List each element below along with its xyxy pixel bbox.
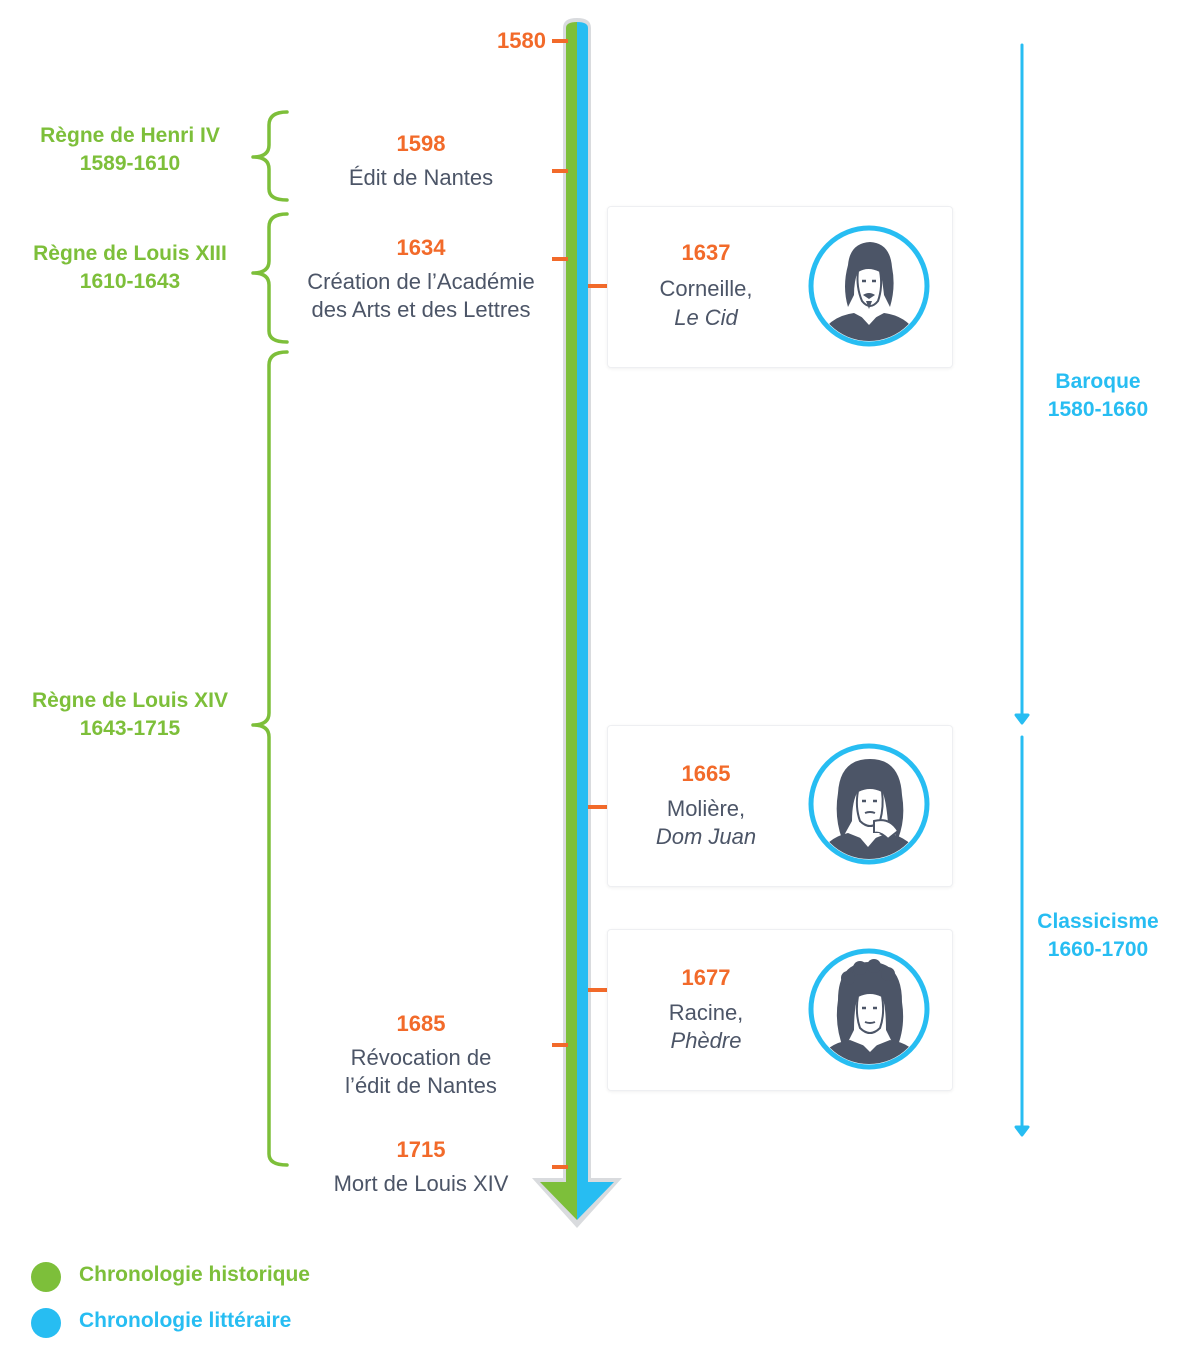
period-classicisme: Classicisme 1660-1700: [1020, 908, 1176, 964]
reign-name: Règne de Louis XIV: [31, 689, 229, 712]
event-text: des Arts et des Lettres: [311, 297, 531, 322]
event-year: 1634: [396, 235, 446, 260]
period-years: 1580-1660: [1047, 398, 1149, 421]
event-text: Mort de Louis XIV: [333, 1171, 509, 1196]
event-year: 1677: [681, 965, 731, 990]
author-name: Corneille,: [659, 276, 753, 301]
event-year: 1598: [396, 131, 446, 156]
literary-card-1665: 1665 Molière, Dom Juan: [607, 725, 953, 887]
legend-dot-historical: [31, 1262, 61, 1292]
period-arrows: [1014, 43, 1030, 1137]
reign-henri-iv: Règne de Henri IV 1589-1610: [20, 122, 240, 178]
legend-label-literary: Chronologie littéraire: [79, 1309, 292, 1332]
reign-louis-xiii: Règne de Louis XIII 1610-1643: [10, 240, 250, 296]
reign-years: 1589-1610: [79, 152, 181, 175]
moliere-portrait: [808, 743, 930, 865]
reign-name: Règne de Henri IV: [40, 124, 220, 147]
event-text: l’édit de Nantes: [345, 1073, 497, 1098]
reign-years: 1610-1643: [79, 270, 181, 293]
event-year: 1685: [396, 1011, 446, 1036]
racine-portrait: [808, 948, 930, 1070]
author-name: Molière,: [666, 796, 746, 821]
period-years: 1660-1700: [1047, 938, 1149, 961]
reign-years: 1643-1715: [79, 717, 181, 740]
event-text: Création de l’Académie: [307, 269, 535, 294]
legend-dot-literary: [31, 1308, 61, 1338]
period-name: Baroque: [1055, 370, 1141, 393]
corneille-portrait: [808, 225, 930, 347]
legend-label-historical: Chronologie historique: [79, 1263, 310, 1286]
event-year: 1665: [681, 761, 731, 786]
event-year: 1715: [396, 1137, 446, 1162]
literary-card-1637: 1637 Corneille, Le Cid: [607, 206, 953, 368]
reign-braces: [251, 110, 289, 1167]
reign-louis-xiv: Règne de Louis XIV 1643-1715: [10, 687, 250, 743]
period-name: Classicisme: [1037, 910, 1159, 933]
work-title: Le Cid: [674, 305, 738, 330]
historical-event-1715: 1715 Mort de Louis XIV: [290, 1136, 552, 1198]
literary-card-1677: 1677 Racine, Phèdre: [607, 929, 953, 1091]
historical-event-1634: 1634 Création de l’Académie des Arts et …: [285, 234, 557, 324]
historical-event-1598: 1598 Édit de Nantes: [290, 130, 552, 192]
start-year-label: 1580: [497, 28, 546, 53]
work-title: Phèdre: [670, 1028, 742, 1053]
reign-name: Règne de Louis XIII: [33, 242, 227, 265]
author-name: Racine,: [668, 1000, 744, 1025]
historical-event-1685: 1685 Révocation de l’édit de Nantes: [290, 1010, 552, 1100]
period-baroque: Baroque 1580-1660: [1020, 368, 1176, 424]
timeline-arrow: [532, 18, 622, 1228]
event-text: Révocation de: [350, 1045, 492, 1070]
work-title: Dom Juan: [655, 824, 757, 849]
event-year: 1637: [681, 240, 731, 265]
event-text: Édit de Nantes: [348, 165, 494, 190]
